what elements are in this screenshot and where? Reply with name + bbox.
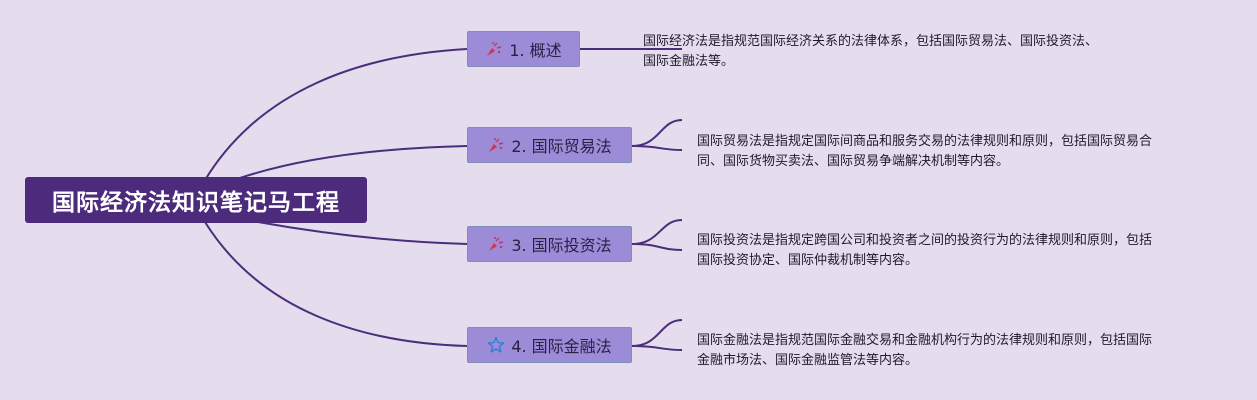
connector-branch-2-fork xyxy=(631,119,683,151)
description-international-trade-law: 国际贸易法是指规定国际间商品和服务交易的法律规则和原则，包括国际贸易合 同、国际… xyxy=(697,132,1237,172)
party-popper-icon xyxy=(487,136,505,154)
description-line: 同、国际货物买卖法、国际贸易争端解决机制等内容。 xyxy=(697,154,1010,169)
connector-root-to-branch-3 xyxy=(257,221,468,245)
description-overview: 国际经济法是指规范国际经济关系的法律体系，包括国际贸易法、国际投资法、 国际金融… xyxy=(643,32,1183,72)
description-line: 金融市场法、国际金融监管法等内容。 xyxy=(697,353,919,368)
description-line: 国际经济法是指规范国际经济关系的法律体系，包括国际贸易法、国际投资法、 xyxy=(643,34,1099,49)
connector-branch-3-fork xyxy=(631,219,683,251)
connector-root-to-branch-4 xyxy=(204,221,468,347)
description-line: 国际投资协定、国际仲裁机制等内容。 xyxy=(697,253,919,268)
branch-label: 1. 概述 xyxy=(509,41,562,60)
branch-label: 2. 国际贸易法 xyxy=(511,137,612,156)
branch-label: 3. 国际投资法 xyxy=(511,236,612,255)
description-international-financial-law: 国际金融法是指规范国际金融交易和金融机构行为的法律规则和原则，包括国际 金融市场… xyxy=(697,331,1237,371)
description-international-investment-law: 国际投资法是指规定跨国公司和投资者之间的投资行为的法律规则和原则，包括 国际投资… xyxy=(697,231,1237,271)
description-line: 国际金融法是指规范国际金融交易和金融机构行为的法律规则和原则，包括国际 xyxy=(697,333,1153,348)
branch-label: 4. 国际金融法 xyxy=(511,337,612,356)
branch-node-international-trade-law[interactable]: 2. 国际贸易法 xyxy=(467,127,632,163)
branch-node-overview[interactable]: 1. 概述 xyxy=(467,31,580,67)
description-line: 国际贸易法是指规定国际间商品和服务交易的法律规则和原则，包括国际贸易合 xyxy=(697,134,1153,149)
branch-node-international-investment-law[interactable]: 3. 国际投资法 xyxy=(467,226,632,262)
description-line: 国际金融法等。 xyxy=(643,54,735,69)
connector-root-to-branch-2 xyxy=(239,145,468,179)
party-popper-icon xyxy=(487,235,505,253)
connector-root-to-branch-1 xyxy=(204,48,468,181)
connector-branch-4-fork xyxy=(631,319,683,351)
branch-node-international-financial-law[interactable]: 4. 国际金融法 xyxy=(467,327,632,363)
description-line: 国际投资法是指规定跨国公司和投资者之间的投资行为的法律规则和原则，包括 xyxy=(697,233,1153,248)
root-node[interactable]: 国际经济法知识笔记马工程 xyxy=(25,177,367,223)
star-icon xyxy=(487,336,505,354)
party-popper-icon xyxy=(485,40,503,58)
root-title: 国际经济法知识笔记马工程 xyxy=(52,190,340,216)
